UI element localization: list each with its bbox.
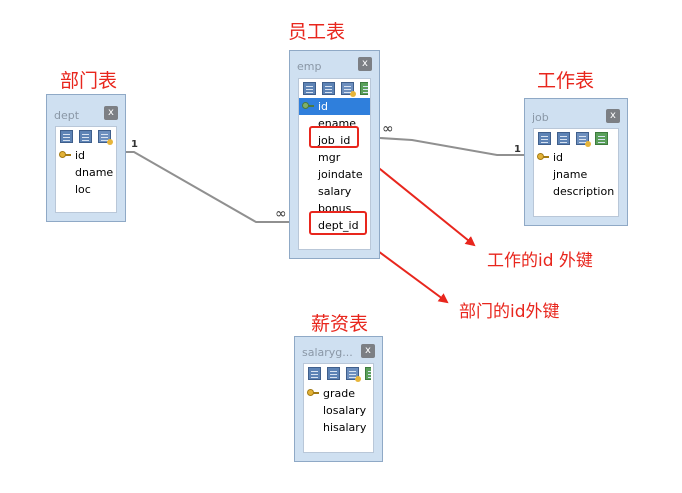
dept-emp-connector: [126, 151, 289, 223]
edit-table-icon[interactable]: [79, 130, 92, 143]
emp-job-connector: [379, 137, 524, 156]
emp-table-title: 员工表: [288, 21, 346, 43]
job-toolbar: [538, 132, 616, 148]
dept-close-icon[interactable]: x: [104, 106, 118, 120]
emp-field-job-id[interactable]: job_id: [318, 134, 351, 147]
emp-dept-cardinality-many: ∞: [275, 206, 287, 222]
salarygrade-field-losalary[interactable]: losalary: [323, 404, 367, 417]
foreign-key-icon[interactable]: [360, 82, 368, 95]
primary-key-table-icon[interactable]: [341, 82, 356, 97]
table-icon[interactable]: [303, 82, 316, 95]
primary-key-table-icon[interactable]: [98, 130, 113, 145]
emp-table[interactable]: emp x id ename job_id mgr joindate salar…: [289, 50, 380, 259]
edit-table-icon[interactable]: [327, 367, 340, 380]
table-icon[interactable]: [60, 130, 73, 143]
salary-table-title: 薪资表: [311, 313, 369, 335]
emp-field-joindate[interactable]: joindate: [318, 168, 363, 181]
primary-key-table-icon[interactable]: [576, 132, 591, 147]
dept-id-highlight: [309, 211, 367, 235]
emp-table-name: emp: [297, 60, 322, 73]
dept-table-title: 部门表: [60, 70, 118, 92]
salarygrade-field-hisalary[interactable]: hisalary: [323, 421, 367, 434]
dept-table[interactable]: dept x id dname loc: [46, 94, 126, 222]
foreign-key-icon[interactable]: [595, 132, 608, 145]
table-icon[interactable]: [308, 367, 321, 380]
primary-key-icon: [537, 153, 549, 162]
edit-table-icon[interactable]: [557, 132, 570, 145]
table-icon[interactable]: [538, 132, 551, 145]
job-table[interactable]: job x id jname description: [524, 98, 628, 226]
job-field-id[interactable]: id: [534, 149, 618, 166]
emp-field-dept-id[interactable]: dept_id: [318, 219, 359, 232]
emp-job-cardinality-many: ∞: [382, 121, 394, 137]
dept-field-id[interactable]: id: [56, 147, 116, 164]
foreign-key-icon[interactable]: [365, 367, 371, 380]
emp-field-id[interactable]: id: [299, 98, 370, 115]
primary-key-icon: [307, 389, 319, 398]
job-field-jname[interactable]: jname: [553, 168, 588, 181]
primary-key-icon: [59, 151, 71, 160]
job-table-name: job: [532, 111, 549, 124]
salarygrade-field-grade[interactable]: grade: [304, 385, 373, 402]
dept-cardinality-one: 1: [131, 139, 138, 150]
primary-key-icon: [302, 102, 314, 111]
job-close-icon[interactable]: x: [606, 109, 620, 123]
job-field-description[interactable]: description: [553, 185, 615, 198]
dept-field-loc[interactable]: loc: [75, 183, 91, 196]
emp-field-salary[interactable]: salary: [318, 185, 352, 198]
dept-toolbar: [60, 130, 114, 146]
salarygrade-toolbar: [308, 367, 371, 383]
salarygrade-table[interactable]: salaryg... x grade losalary hisalary: [294, 336, 383, 462]
dept-table-name: dept: [54, 109, 80, 122]
job-table-title: 工作表: [537, 70, 595, 92]
job-id-highlight: [309, 126, 359, 148]
primary-key-table-icon[interactable]: [346, 367, 361, 382]
dept-field-dname[interactable]: dname: [75, 166, 114, 179]
dept-fk-annotation: 部门的id外键: [459, 302, 560, 322]
salarygrade-table-name: salaryg...: [302, 346, 353, 359]
edit-table-icon[interactable]: [322, 82, 335, 95]
job-cardinality-one: 1: [514, 144, 521, 155]
emp-field-mgr[interactable]: mgr: [318, 151, 341, 164]
job-fk-annotation: 工作的id 外键: [487, 251, 593, 271]
emp-close-icon[interactable]: x: [358, 57, 372, 71]
emp-toolbar: [303, 82, 368, 98]
salarygrade-close-icon[interactable]: x: [361, 344, 375, 358]
